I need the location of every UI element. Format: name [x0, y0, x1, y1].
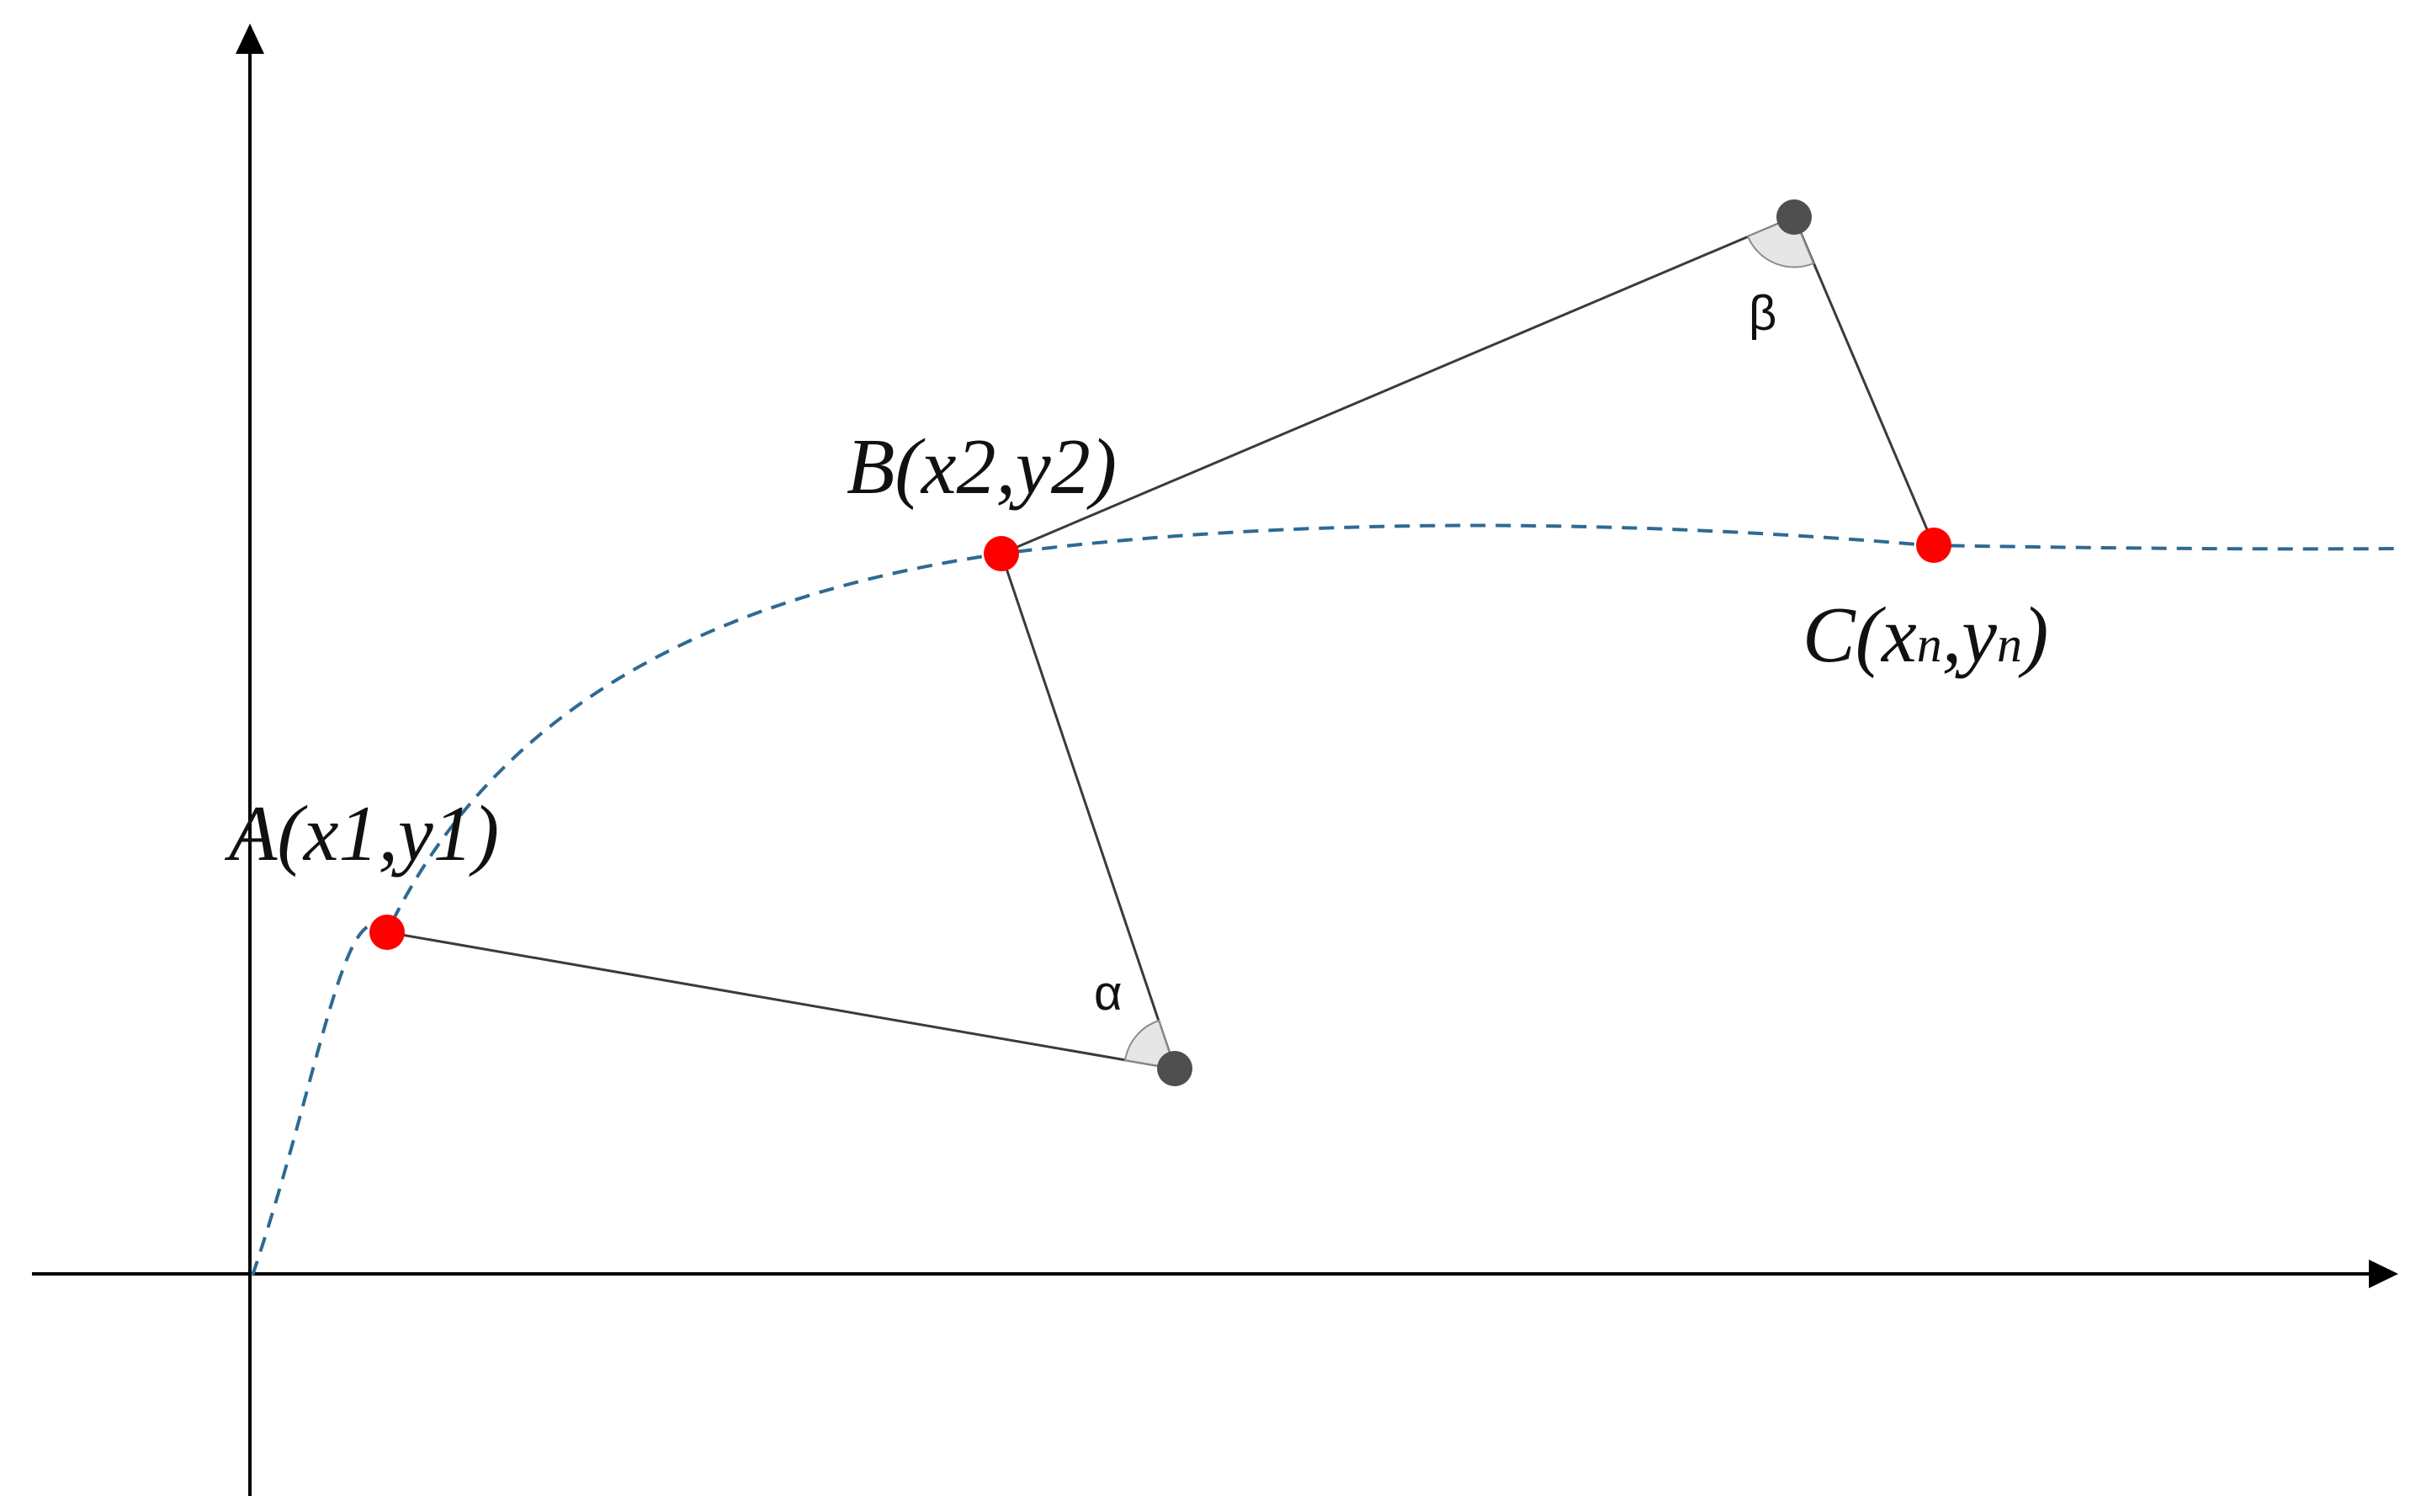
x-axis-arrow-icon	[2369, 1260, 2398, 1288]
segment-b-to-vertex-beta	[1001, 215, 1795, 555]
segment-a-to-vertex-alpha	[386, 931, 1176, 1070]
label-angle-beta: β	[1749, 286, 1776, 341]
dashed-curve	[251, 523, 2399, 1276]
y-axis-arrow-icon	[236, 24, 264, 54]
segment-vertex-alpha-to-b	[1000, 553, 1176, 1069]
label-angle-alpha: α	[1094, 966, 1123, 1021]
label-point-b: B(x2,y2)	[847, 423, 1117, 511]
segment-vertex-beta-to-c	[1792, 216, 1935, 546]
label-point-c: C(xn,yn)	[1802, 592, 2048, 679]
point-b-marker	[984, 536, 1019, 571]
segments	[386, 215, 1935, 1070]
label-point-a: A(x1,y1)	[224, 790, 499, 878]
vertex-alpha-marker	[1157, 1051, 1192, 1086]
vertex-beta-marker	[1776, 199, 1812, 235]
point-c-marker	[1916, 528, 1951, 563]
point-a-marker	[369, 915, 405, 950]
axes	[32, 24, 2398, 1496]
